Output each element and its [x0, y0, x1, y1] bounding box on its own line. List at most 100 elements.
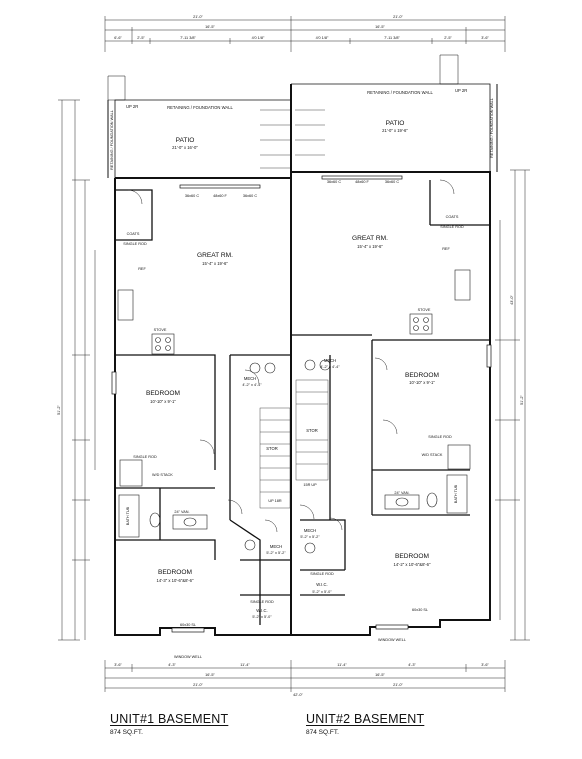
- u2-great-rm-name: GREAT RM.: [352, 235, 388, 242]
- u1-stor: STOR: [266, 446, 278, 451]
- u2-mech-name: MECH: [304, 528, 316, 533]
- u2-up-18r: 15R UP: [303, 483, 317, 487]
- top-dimensions: [104, 16, 506, 52]
- u2-window-well: WINDOW WELL: [378, 638, 406, 642]
- u1-great-rm-size: 15'-4" x 19'-6": [202, 261, 228, 266]
- u1-up-18r: UP 18R: [268, 499, 281, 503]
- door-swings: [127, 179, 455, 533]
- u2-wic-size: 5'-2" x 5'-0": [312, 590, 332, 594]
- dim-bot-seg-1: 4'-3": [168, 663, 176, 667]
- dim-top-overall-2: 21'-0": [393, 15, 403, 19]
- u1-wic-rod: SINGLE ROD: [250, 600, 274, 604]
- u1-stove: STOVE: [154, 328, 167, 332]
- unit1-area: 874 SQ.FT.: [110, 729, 143, 736]
- u2-mech-top-size: 4'-2" x 4'-4": [320, 365, 340, 369]
- u1-window-1: 48x60 F: [213, 194, 227, 198]
- unit2-area: 874 SQ.FT.: [306, 729, 339, 736]
- u1-vanity: 24" VAN.: [174, 510, 189, 514]
- u1-mech-size: 5'-2" x 5'-2": [266, 551, 286, 555]
- u2-up-label: UP 2R: [455, 88, 467, 93]
- side-dimensions: [58, 99, 530, 641]
- u2-great-rm-size: 15'-4" x 19'-6": [357, 244, 383, 249]
- building-walls: [107, 54, 498, 636]
- u2-single-rod: SINGLE ROD: [440, 225, 464, 229]
- u1-bedroom-name: BEDROOM: [146, 390, 180, 397]
- dim-left-overall: 51'-2": [57, 405, 61, 415]
- dim-bot-half-1: 21'-0": [193, 683, 203, 687]
- u2-win-low: 60x30 SL: [412, 608, 428, 612]
- floor-plan-drawing: 21'-0" 21'-0" 16'-5" 16'-5" 6'-6" 2'-5" …: [57, 15, 530, 697]
- u2-wd-stack: W/D STACK: [422, 453, 443, 457]
- u2-retaining-side-label: RETAINING / FOUNDATION WALL: [490, 98, 494, 158]
- u2-bedroom2-size: 14'-2" x 10'-6"&8'-6": [394, 562, 431, 567]
- dim-bot-mid-1: 16'-5": [205, 673, 215, 677]
- dim-bot-overall: 42'-0": [293, 693, 303, 697]
- bottom-dimensions: [104, 660, 506, 692]
- u2-patio-size: 21'-0" x 19'-6": [382, 128, 408, 133]
- u1-window-0: 36x60 C: [185, 194, 199, 198]
- u1-win-low: 60x30 SL: [180, 623, 196, 627]
- u1-wic-name: W.I.C.: [256, 608, 267, 613]
- u2-retaining-label: RETAINING / FOUNDATION WALL: [367, 90, 433, 95]
- u2-ref: REF: [442, 247, 450, 251]
- dim-top-seg-2: 7'-11 3/8": [180, 36, 196, 40]
- u1-up-label: UP 2R: [126, 104, 138, 109]
- u1-coats: COATS: [127, 232, 140, 236]
- dim-bot-seg-0: 3'-6": [114, 663, 122, 667]
- u2-wic-name: W.I.C.: [316, 582, 327, 587]
- u1-bedroom2-size: 14'-3" x 10'-6"&8'-6": [157, 578, 194, 583]
- stairs: [259, 379, 329, 509]
- dim-bot-seg-5: 3'-6": [481, 663, 489, 667]
- u1-mech-top-size: 4'-2" x 4'-4": [242, 383, 262, 387]
- u2-bedroom-name: BEDROOM: [405, 372, 439, 379]
- u2-bed-rod: SINGLE ROD: [428, 435, 452, 439]
- u1-patio-size: 21'-0" x 16'-0": [172, 145, 198, 150]
- u2-vanity: 24" VAN.: [394, 491, 409, 495]
- dim-bot-seg-3: 11'-4": [337, 663, 347, 667]
- u1-bed-rod: SINGLE ROD: [133, 455, 157, 459]
- unit2-title: UNIT#2 BASEMENT: [306, 712, 425, 726]
- u1-window-2: 36x60 C: [243, 194, 257, 198]
- dim-right-overall: 51'-2": [520, 395, 524, 405]
- u2-window-1: 48x60 F: [355, 180, 369, 184]
- dim-top-overall-1: 21'-0": [193, 15, 203, 19]
- u1-bath-tub: BATH TUB: [126, 506, 130, 525]
- unit1-title: UNIT#1 BASEMENT: [110, 712, 229, 726]
- u2-patio-name: PATIO: [386, 120, 405, 127]
- u1-retaining-side-label: RETAINING / FOUNDATION WALL: [110, 110, 114, 170]
- u2-mech-top-name: MECH: [324, 358, 336, 363]
- u1-wic-size: 5'-2" x 5'-0": [252, 615, 272, 619]
- dim-bot-half-2: 21'-0": [393, 683, 403, 687]
- unit1-caption: UNIT#1 BASEMENT 874 SQ.FT.: [110, 712, 228, 736]
- u2-window-2: 36x60 C: [385, 180, 399, 184]
- dim-bot-seg-2: 11'-4": [240, 663, 250, 667]
- dim-top-mid-2: 16'-5": [375, 25, 385, 29]
- dim-top-seg-1: 2'-5": [137, 36, 145, 40]
- dim-bot-mid-2: 16'-5": [375, 673, 385, 677]
- dim-top-mid-1: 16'-5": [205, 25, 215, 29]
- u2-bath-tub: BATH TUB: [454, 484, 458, 503]
- u1-ref: REF: [138, 267, 146, 271]
- dim-top-seg-5: 7'-11 3/8": [384, 36, 400, 40]
- windows: [111, 175, 492, 633]
- unit2-caption: UNIT#2 BASEMENT 874 SQ.FT.: [306, 712, 424, 736]
- u1-window-well: WINDOW WELL: [174, 655, 202, 659]
- u1-patio-name: PATIO: [176, 137, 195, 144]
- u2-bedroom2-name: BEDROOM: [395, 553, 429, 560]
- dim-right-outer: 43'-0": [510, 295, 514, 305]
- fixtures: [117, 269, 471, 554]
- u2-wic-rod: SINGLE ROD: [310, 572, 334, 576]
- u1-great-rm-name: GREAT RM.: [197, 252, 233, 259]
- dim-top-seg-6: 2'-5": [444, 36, 452, 40]
- u2-stove: STOVE: [418, 308, 431, 312]
- u1-bedroom2-name: BEDROOM: [158, 569, 192, 576]
- dim-top-seg-7: 3'-6": [481, 36, 489, 40]
- dim-top-seg-4: 4'0 1/8": [316, 36, 329, 40]
- dim-top-seg-3: 4'0 1/8": [252, 36, 265, 40]
- u1-retaining-label: RETAINING / FOUNDATION WALL: [167, 105, 233, 110]
- u1-single-rod: SINGLE ROD: [123, 242, 147, 246]
- u2-coats: COATS: [446, 215, 459, 219]
- u1-wd-stack: W/D STACK: [152, 473, 173, 477]
- u2-stor: STOR: [306, 428, 318, 433]
- u1-mech-name: MECH: [270, 544, 282, 549]
